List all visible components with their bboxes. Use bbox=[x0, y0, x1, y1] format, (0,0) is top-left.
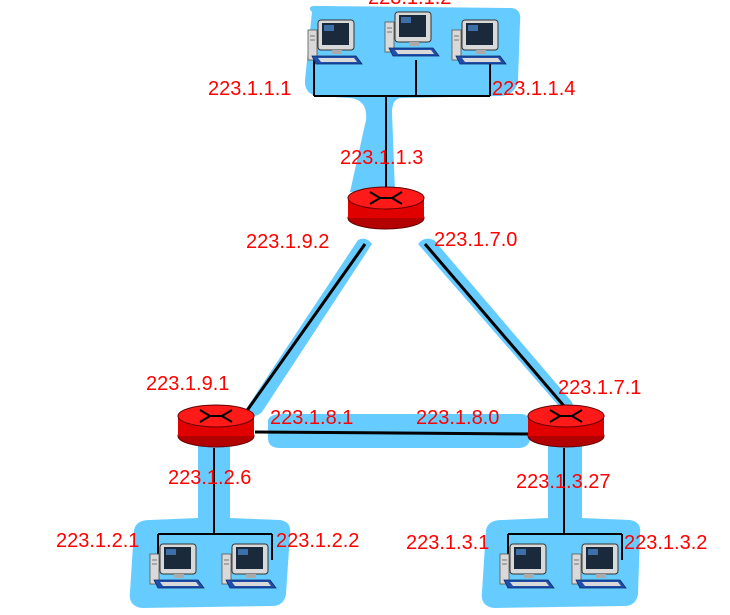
label-top-router-lan: 223.1.1.3 bbox=[340, 147, 423, 169]
label-left-router-top: 223.1.9.1 bbox=[146, 373, 229, 395]
subnet-top-blob bbox=[304, 5, 521, 192]
label-top-router-left: 223.1.9.2 bbox=[246, 231, 329, 253]
label-left-router-right: 223.1.8.1 bbox=[270, 407, 353, 429]
label-right-router-lan: 223.1.3.27 bbox=[516, 471, 611, 493]
link-top-router-right-router bbox=[423, 243, 566, 407]
label-top-host-middle: 223.1.1.2 bbox=[368, 0, 451, 9]
router-left-icon bbox=[177, 404, 255, 448]
label-left-router-lan: 223.1.2.6 bbox=[168, 467, 251, 489]
link-left-router-right-router bbox=[254, 430, 531, 436]
label-top-host-left: 223.1.1.1 bbox=[208, 78, 291, 100]
router-right-icon bbox=[527, 404, 605, 448]
label-left-host-right: 223.1.2.2 bbox=[276, 530, 359, 552]
link-top-router-left-router bbox=[244, 243, 367, 413]
label-right-router-top: 223.1.7.1 bbox=[558, 377, 641, 399]
subnet-bottom-link bbox=[268, 414, 532, 448]
router-top-icon bbox=[347, 186, 425, 230]
label-left-host-left: 223.1.2.1 bbox=[56, 530, 139, 552]
label-top-router-right: 223.1.7.0 bbox=[434, 229, 517, 251]
label-right-router-left: 223.1.8.0 bbox=[416, 407, 499, 429]
label-right-host-right: 223.1.3.2 bbox=[624, 532, 707, 554]
label-right-host-left: 223.1.3.1 bbox=[406, 532, 489, 554]
label-top-host-right: 223.1.1.4 bbox=[492, 78, 575, 100]
